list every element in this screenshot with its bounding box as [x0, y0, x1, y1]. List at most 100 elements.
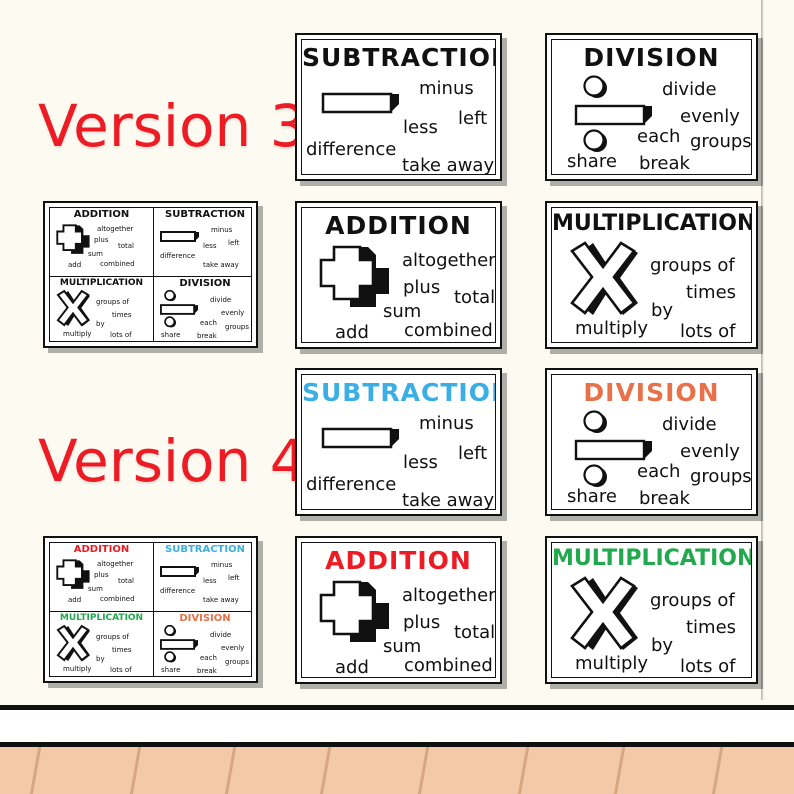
divide-symbol [158, 289, 200, 328]
word-difference: difference [160, 587, 196, 595]
word-times: times [112, 646, 132, 654]
word-difference: difference [306, 474, 397, 495]
quad-divider-vertical [153, 208, 154, 341]
word-take-away: take away [203, 596, 239, 604]
word-altogether: altogether [97, 225, 134, 233]
word-plus: plus [94, 571, 109, 579]
floor-plank-line [214, 747, 238, 794]
word-groups-of: groups of [96, 633, 129, 641]
word-groups: groups [225, 658, 249, 666]
divider-rule-bottom [0, 742, 794, 747]
divide-symbol [158, 624, 200, 663]
word-left: left [228, 574, 240, 582]
word-groups: groups [225, 323, 249, 331]
word-less: less [203, 577, 217, 585]
card-v4-addition[interactable]: ADDITION altogether plus total sum add c… [295, 536, 502, 684]
word-evenly: evenly [221, 309, 245, 317]
word-lots-of: lots of [110, 666, 132, 674]
word-each: each [200, 654, 217, 662]
word-break: break [197, 332, 217, 340]
word-evenly: evenly [680, 106, 740, 127]
quad-title-division: DIVISION [179, 613, 231, 624]
word-minus: minus [211, 561, 233, 569]
plus-symbol [312, 576, 392, 654]
card-v4-quad-overview[interactable]: ADDITION altogether plus total sum add c… [43, 536, 258, 683]
word-add: add [335, 657, 369, 678]
quad-title-subtraction: SUBTRACTION [165, 544, 245, 555]
word-each: each [637, 461, 681, 482]
word-minus: minus [419, 413, 474, 434]
word-multiply: multiply [575, 653, 649, 674]
quad-cell-multiplication: MULTIPLICATION groups of times by multip… [50, 612, 153, 676]
floor-plank-line [701, 747, 725, 794]
word-divide: divide [210, 296, 232, 304]
word-add: add [68, 596, 82, 604]
quad-divider-horizontal [50, 276, 251, 277]
floor-plank-line [407, 747, 431, 794]
card-v3-quad-overview[interactable]: ADDITION altogether plus total sum add c… [43, 201, 258, 348]
card-title: ADDITION [325, 546, 472, 575]
word-divide: divide [662, 414, 717, 435]
floor-plank-line [309, 747, 333, 794]
card-v4-subtraction[interactable]: SUBTRACTION minus less left difference t… [295, 368, 502, 516]
word-share: share [161, 331, 181, 339]
minus-symbol [157, 565, 199, 580]
word-add: add [335, 322, 369, 343]
word-sum: sum [88, 250, 103, 258]
word-altogether: altogether [97, 560, 134, 568]
card-v3-multiplication[interactable]: MULTIPLICATION groups of times by multip… [545, 201, 758, 349]
word-groups-of: groups of [650, 590, 735, 611]
poster-edge-shadow [761, 0, 764, 700]
word-lots-of: lots of [110, 331, 132, 339]
card-title: DIVISION [583, 43, 720, 72]
divide-symbol [570, 410, 656, 487]
word-sum: sum [383, 301, 422, 322]
word-add: add [68, 261, 82, 269]
word-times: times [686, 282, 737, 303]
version-3-caption: Version 3 [38, 92, 307, 160]
word-minus: minus [211, 226, 233, 234]
quad-title-multiplication: MULTIPLICATION [59, 278, 144, 288]
card-v4-division[interactable]: DIVISION divide evenly each groups share… [545, 368, 758, 516]
card-v3-division[interactable]: DIVISION divide evenly each groups share… [545, 33, 758, 181]
word-sum: sum [383, 636, 422, 657]
plus-symbol [53, 557, 91, 595]
times-symbol [562, 576, 644, 654]
card-title: MULTIPLICATION [552, 546, 752, 571]
word-divide: divide [210, 631, 232, 639]
word-total: total [118, 242, 135, 250]
card-inner: ADDITION altogether plus total sum add c… [301, 542, 496, 678]
wood-floor-strip [0, 747, 794, 794]
word-by: by [651, 300, 674, 321]
quad-title-multiplication: MULTIPLICATION [59, 613, 144, 623]
plus-symbol [312, 241, 392, 319]
card-v4-multiplication[interactable]: MULTIPLICATION groups of times by multip… [545, 536, 758, 684]
times-symbol [53, 289, 93, 328]
card-v3-addition[interactable]: ADDITION altogether plus total sum add c… [295, 201, 502, 349]
word-combined: combined [404, 655, 493, 676]
minus-symbol [157, 230, 199, 245]
word-by: by [651, 635, 674, 656]
word-less: less [203, 242, 217, 250]
word-evenly: evenly [680, 441, 740, 462]
minus-symbol [315, 425, 399, 455]
word-combined: combined [404, 320, 493, 341]
word-lots-of: lots of [680, 656, 736, 677]
quad-divider-horizontal [50, 611, 251, 612]
word-plus: plus [403, 612, 441, 633]
card-v3-subtraction[interactable]: SUBTRACTION minus less left difference t… [295, 33, 502, 181]
word-multiply: multiply [63, 665, 92, 673]
card-inner: ADDITION altogether plus total sum add c… [49, 207, 252, 342]
word-break: break [639, 153, 690, 174]
word-combined: combined [100, 595, 135, 603]
divider-rule-top [0, 705, 794, 710]
word-left: left [458, 443, 488, 464]
word-times: times [112, 311, 132, 319]
word-plus: plus [403, 277, 441, 298]
quad-cell-division: DIVISION divide evenly each groups share [153, 277, 251, 341]
floor-plank-line [603, 747, 627, 794]
word-break: break [197, 667, 217, 675]
card-inner: MULTIPLICATION groups of times by multip… [551, 207, 752, 343]
plus-symbol [53, 222, 91, 260]
